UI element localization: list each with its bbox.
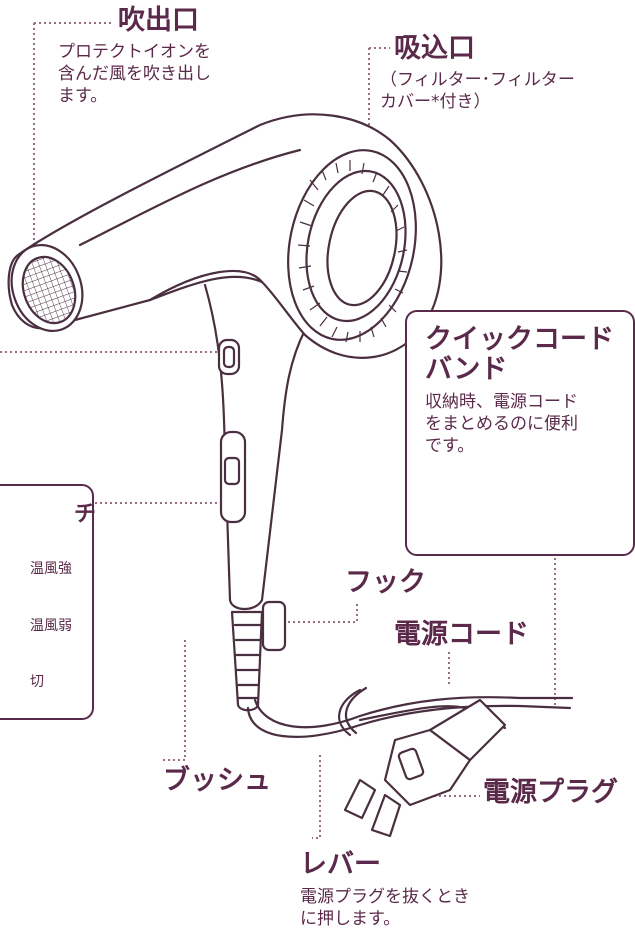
- outlet-title: 吹出口: [118, 5, 199, 36]
- lever-title: レバー: [300, 849, 381, 880]
- lever-desc-line2: に押します。: [300, 909, 401, 929]
- switch-position-low: 温風弱: [30, 618, 72, 634]
- outlet-desc-line1: プロテクトイオンを: [58, 42, 211, 62]
- lever-desc-line1: 電源プラグを抜くとき: [300, 887, 470, 907]
- power-cord-title: 電源コード: [394, 619, 529, 650]
- quick-cord-band-desc-line3: です。: [425, 436, 475, 456]
- quick-cord-band-title-line2: バンド: [425, 354, 508, 385]
- bushing-title: ブッシュ: [163, 765, 271, 796]
- switch-position-off: 切: [30, 674, 44, 690]
- switch-panel: チ 温風強 温風弱 切: [0, 484, 97, 720]
- switch-panel-title: チ: [74, 502, 97, 527]
- quick-cord-band-panel: [405, 310, 635, 556]
- hook-title: フック: [345, 567, 426, 598]
- power-plug-title: 電源プラグ: [483, 777, 618, 808]
- inlet-title: 吸込口: [394, 33, 475, 64]
- quick-cord-band-title-line1: クイックコード: [425, 324, 614, 355]
- switch-position-high: 温風強: [30, 561, 72, 577]
- quick-cord-band-desc-line1: 収納時、電源コード: [425, 392, 578, 412]
- quick-cord-band-desc-line2: をまとめるのに便利: [425, 414, 578, 434]
- outlet-desc-line3: ます。: [58, 86, 108, 106]
- inlet-desc-line1: （フィルター･フィルター: [380, 70, 575, 90]
- inlet-desc-line2: カバー*付き）: [380, 92, 491, 112]
- leader-lines: [0, 22, 556, 839]
- outlet-desc-line2: 含んだ風を吹き出し: [58, 64, 211, 84]
